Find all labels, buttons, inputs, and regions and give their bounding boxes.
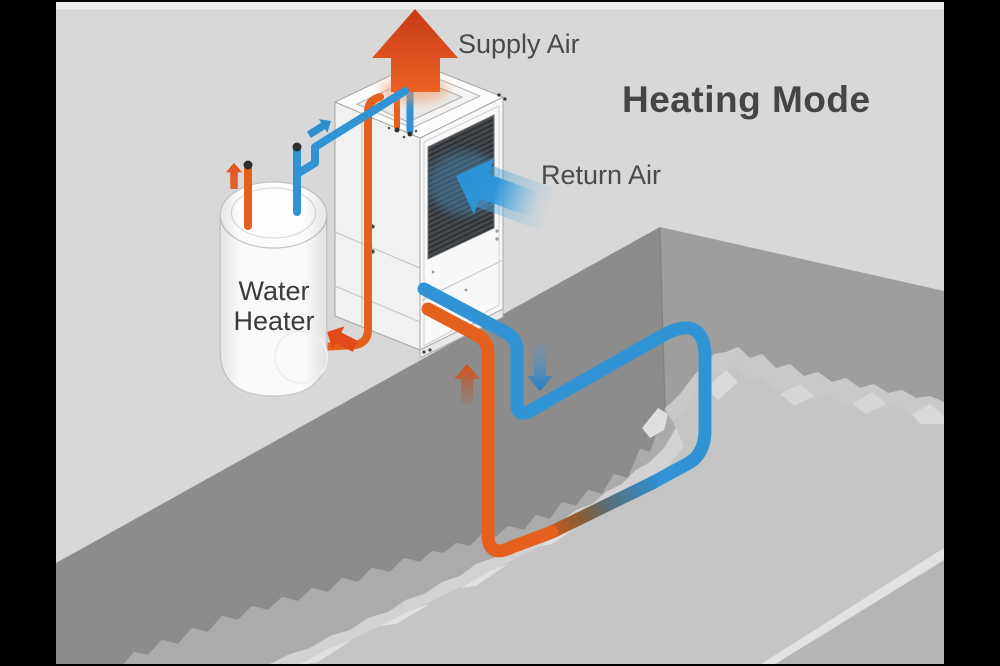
hot-water-pipe-to-tank (316, 93, 384, 351)
tank-emblem (274, 330, 328, 384)
ground-loop-transition-pipe (545, 476, 659, 539)
tank-pipes (243, 87, 409, 230)
letterbox-top (0, 0, 1000, 2)
rubble-highlight (460, 564, 508, 588)
water-heater-tank (219, 181, 328, 397)
floor-patch (706, 370, 738, 400)
pipe-cap (292, 142, 302, 152)
tank-inlet-arrow-icon (327, 326, 359, 352)
return-air-arrow-icon (456, 158, 558, 231)
trench-wall-far (660, 227, 944, 408)
floor-patch (852, 392, 886, 414)
floor-patch (912, 404, 944, 424)
letterbox-bottom (0, 664, 1000, 666)
loop-flow-down-arrow-icon (527, 345, 553, 391)
letterbox-left (0, 0, 56, 666)
pipe-flow-arrow-icon (306, 119, 331, 138)
ground-loop-hot-pipe (421, 302, 559, 558)
ground-loop-cold-pipe (417, 282, 712, 490)
rubble-highlight (296, 640, 352, 666)
floor-patch (780, 384, 814, 406)
unit-left-face (334, 101, 421, 351)
loop-flow-up-arrow-icon (454, 364, 480, 404)
cold-pipe-unit-to-tank (293, 87, 409, 178)
corner-patch (642, 408, 668, 438)
trench-corner-edge (659, 227, 666, 409)
ground-loop (417, 282, 712, 558)
pipe-cap (243, 160, 253, 170)
tank-outlet-arrow-icon (225, 163, 243, 190)
rubble-highlight (380, 604, 430, 626)
floor-step (772, 560, 944, 666)
letterbox-right (944, 0, 1000, 666)
top-highlight-strip (56, 2, 944, 10)
floor-step-highlight (758, 548, 944, 666)
